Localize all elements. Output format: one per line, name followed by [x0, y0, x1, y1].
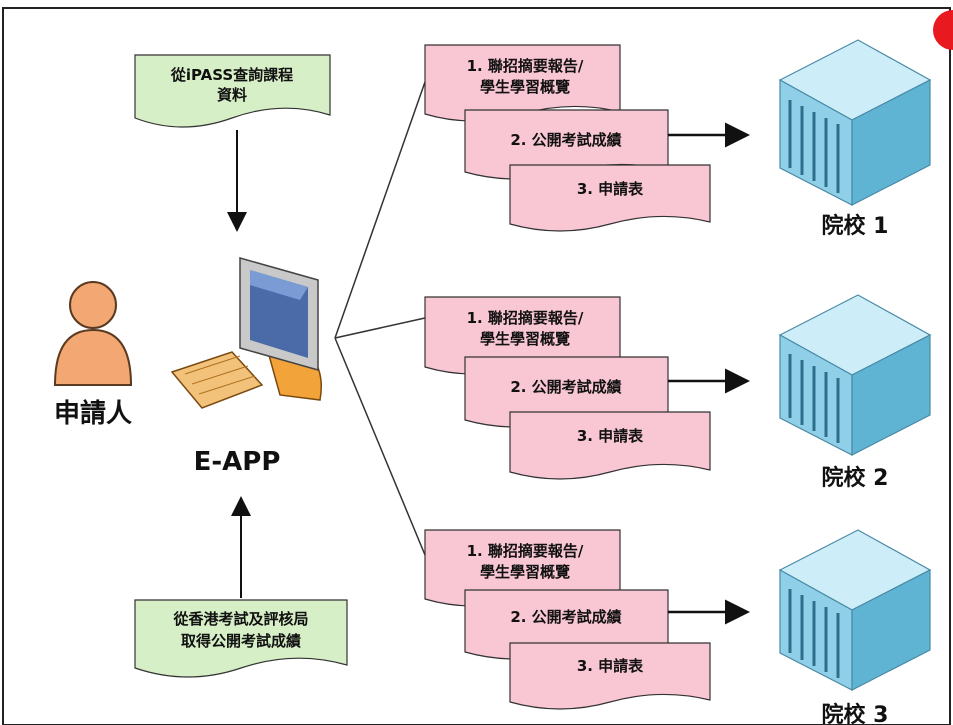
package-1-doc3: 3. 申請表	[577, 180, 644, 198]
link-to-package-1	[334, 81, 426, 339]
diagram-frame	[2, 7, 951, 725]
link-to-package-2	[334, 317, 426, 339]
corner-dot	[933, 10, 953, 50]
document-package-1: 1. 聯招摘要報告/ 學生學習概覽 2. 公開考試成績 3. 申請表	[424, 44, 711, 232]
package-1-doc1-line1: 1. 聯招摘要報告/	[467, 57, 584, 75]
hkeaa-note: 從香港考試及評核局 取得公開考試成績	[134, 599, 348, 678]
ipass-note: 從iPASS查詢課程 資料	[134, 54, 331, 128]
package-3-doc1-line1: 1. 聯招摘要報告/	[467, 542, 584, 560]
package-3-doc1-line2: 學生學習概覽	[480, 563, 570, 581]
institution-1-label: 院校 1	[822, 213, 889, 239]
institution-2-label: 院校 2	[822, 465, 889, 491]
document-package-3: 1. 聯招摘要報告/ 學生學習概覽 2. 公開考試成績 3. 申請表	[424, 529, 711, 710]
building-icon-1	[778, 39, 932, 206]
link-to-package-3	[334, 337, 426, 556]
computer-icon	[170, 257, 322, 409]
hkeaa-note-line1: 從香港考試及評核局	[172, 610, 308, 628]
ipass-note-line1: 從iPASS查詢課程	[170, 66, 293, 84]
package-2-doc1-line1: 1. 聯招摘要報告/	[467, 309, 584, 327]
package-3-doc2: 2. 公開考試成績	[510, 608, 621, 626]
hkeaa-note-line2: 取得公開考試成績	[181, 632, 301, 650]
package-2-doc3: 3. 申請表	[577, 427, 644, 445]
person-icon	[53, 281, 133, 386]
building-icon-3	[778, 529, 932, 691]
package-1-doc2: 2. 公開考試成績	[510, 131, 621, 149]
system-label: E-APP	[194, 447, 281, 477]
applicant-label: 申請人	[54, 398, 132, 429]
package-3-doc3: 3. 申請表	[577, 657, 644, 675]
institution-3-label: 院校 3	[822, 702, 889, 725]
package-2-doc2: 2. 公開考試成績	[510, 378, 621, 396]
ipass-note-line2: 資料	[217, 86, 247, 104]
document-package-2: 1. 聯招摘要報告/ 學生學習概覽 2. 公開考試成績 3. 申請表	[424, 296, 711, 480]
package-1-doc1-line2: 學生學習概覽	[480, 78, 570, 96]
building-icon-2	[778, 294, 932, 456]
package-2-doc1-line2: 學生學習概覽	[480, 330, 570, 348]
